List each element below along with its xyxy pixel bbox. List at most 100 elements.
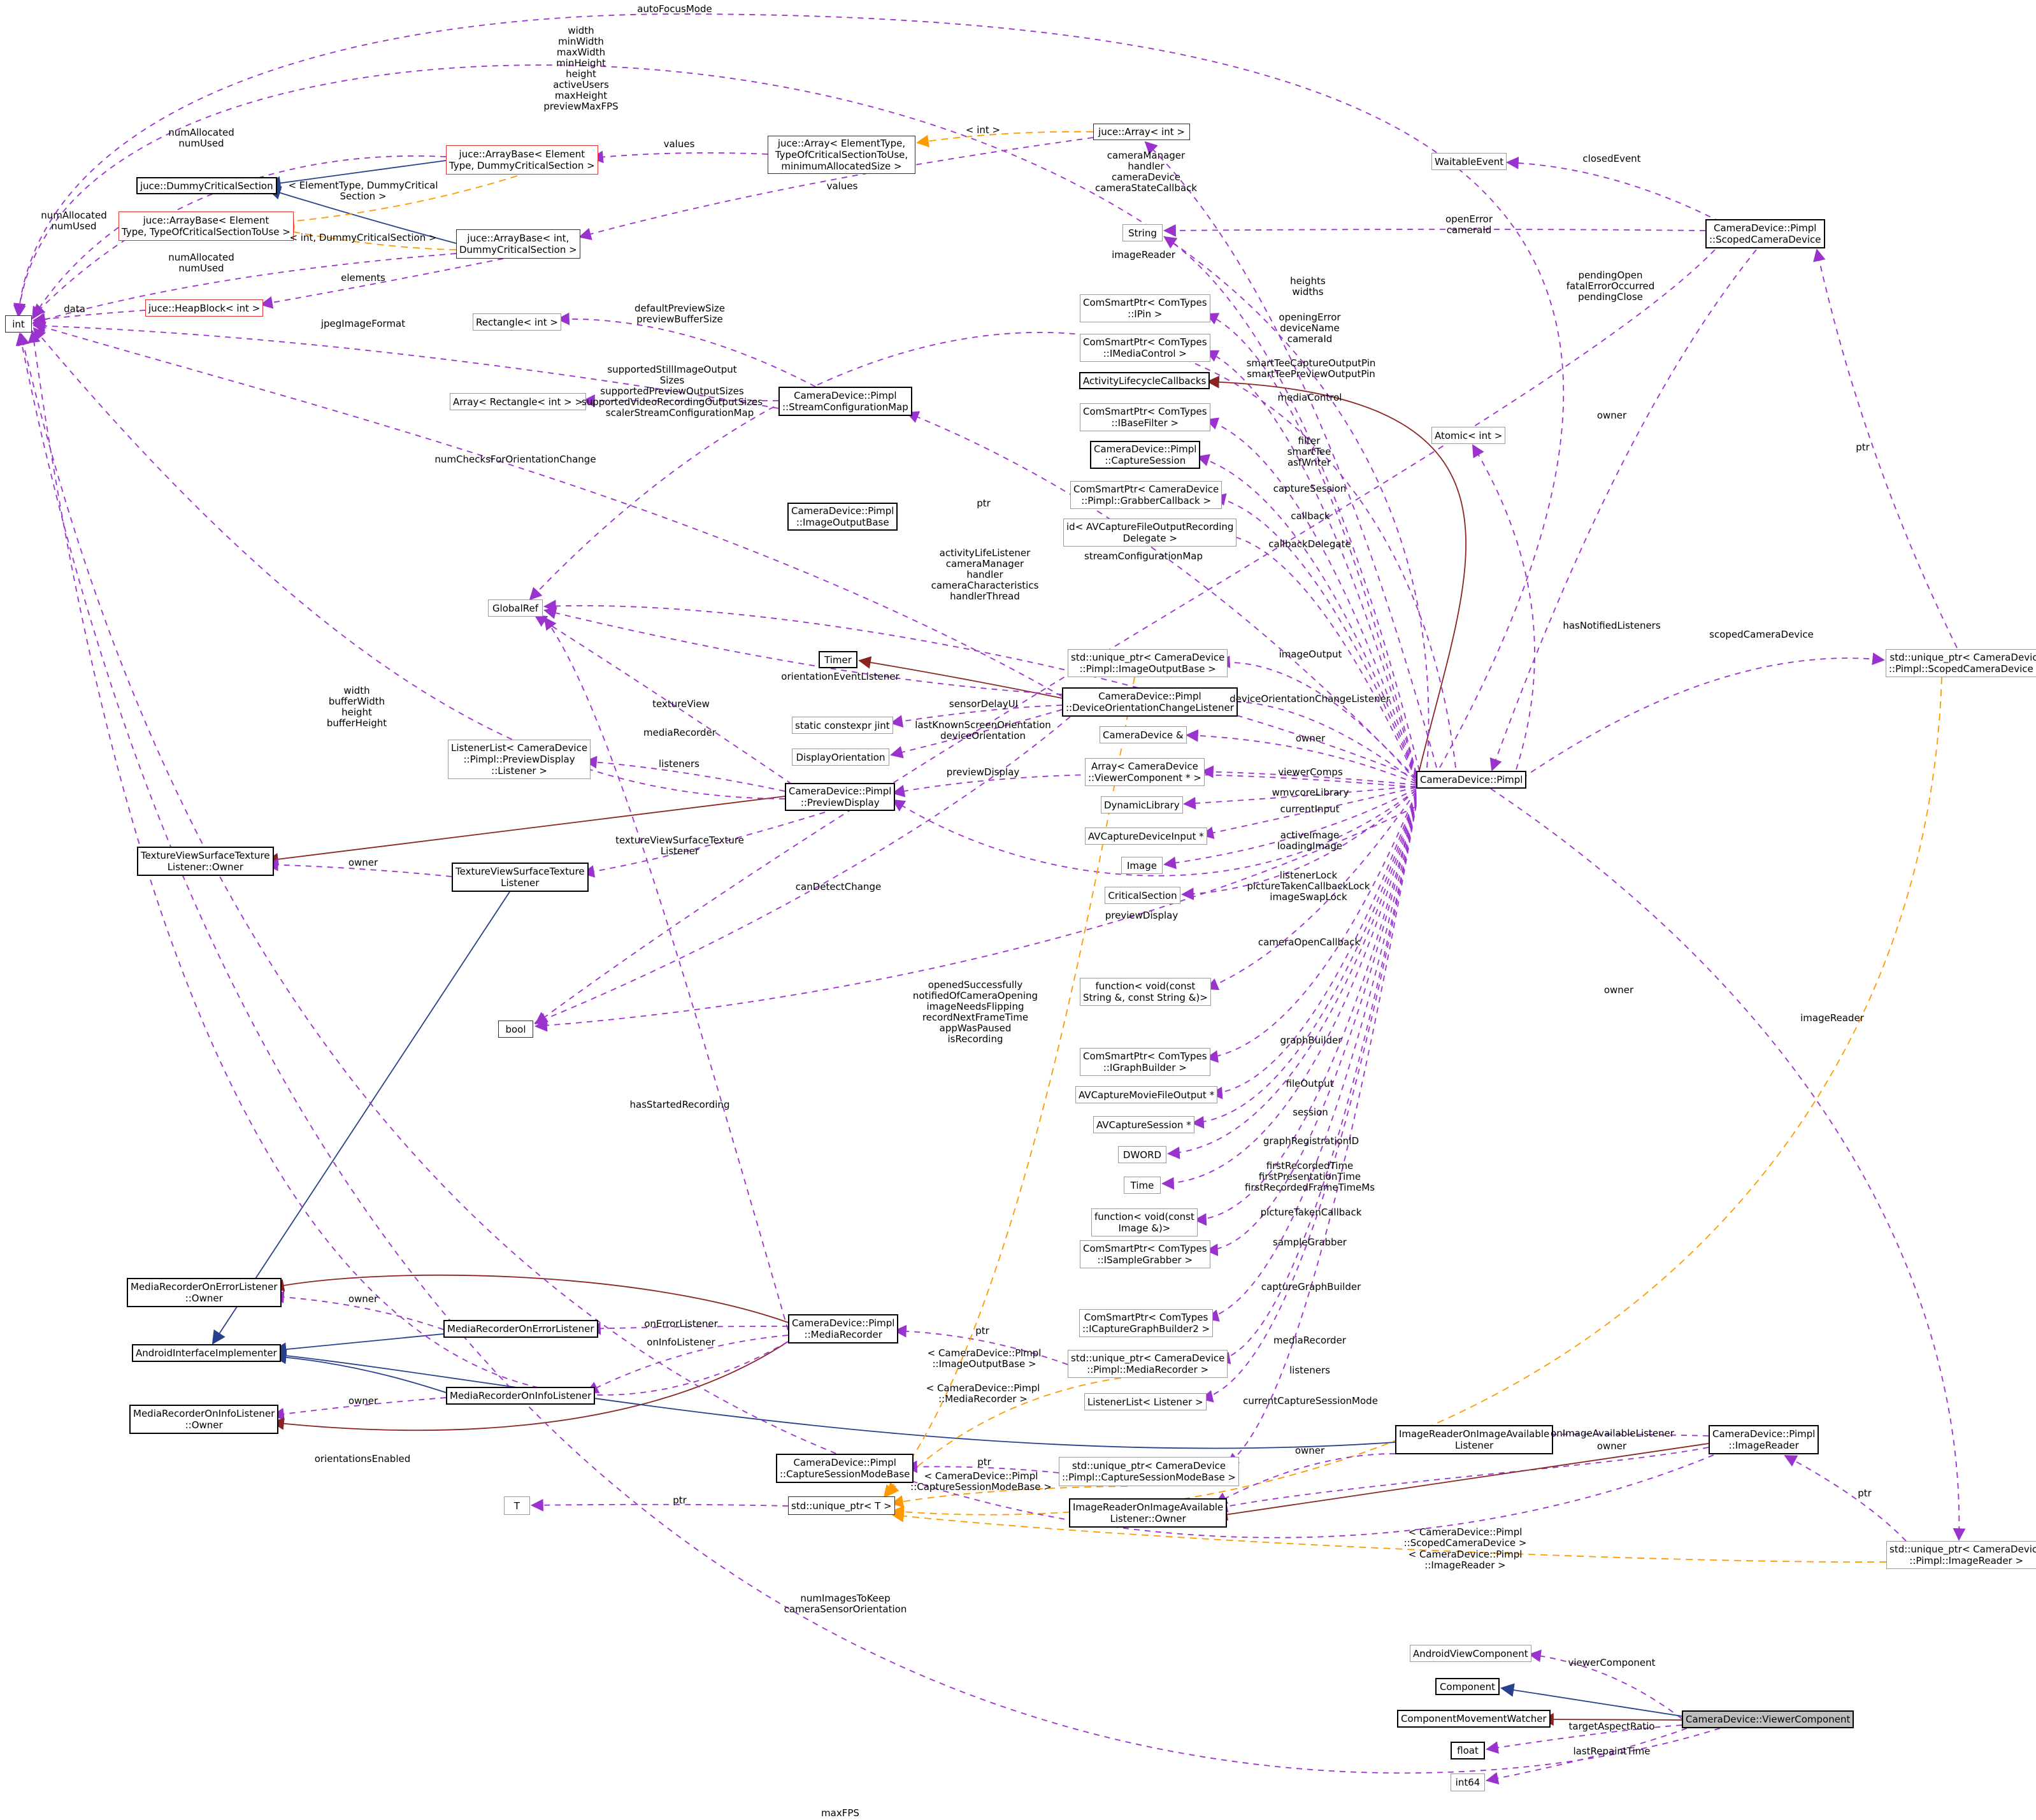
class-node-uptr_iob[interactable]: std::unique_ptr< CameraDevice::Pimpl::Im… — [1068, 649, 1228, 677]
class-node-uptr_csmb[interactable]: std::unique_ptr< CameraDevice::Pimpl::Ca… — [1059, 1457, 1240, 1486]
class-node-mroil[interactable]: MediaRecorderOnInfoListener — [446, 1387, 596, 1405]
class-node-csmb[interactable]: CameraDevice::Pimpl::CaptureSessionModeB… — [776, 1454, 914, 1483]
class-node-llpd[interactable]: ListenerList< CameraDevice::Pimpl::Previ… — [448, 740, 591, 779]
class-node-jint[interactable]: static constexpr jint — [792, 717, 893, 734]
class-node-float[interactable]: float — [1451, 1742, 1485, 1759]
class-node-isample[interactable]: ComSmartPtr< ComTypes::ISampleGrabber > — [1080, 1240, 1210, 1268]
edge-label-l_maxfps: maxFPS — [821, 1808, 859, 1819]
class-node-rect_int[interactable]: Rectangle< int > — [473, 313, 561, 331]
class-node-T[interactable]: T — [504, 1496, 530, 1515]
edge-p-101 — [13, 13, 1565, 768]
class-node-ll_listener[interactable]: ListenerList< Listener > — [1084, 1393, 1207, 1410]
class-node-avmovie[interactable]: AVCaptureMovieFileOutput * — [1075, 1086, 1218, 1103]
edge-label-line: ptr — [975, 1325, 989, 1336]
edge-label-l_viewercomps: viewerComps — [1278, 767, 1343, 778]
edge-n-0 — [266, 160, 447, 190]
class-node-critsec[interactable]: CriticalSection — [1105, 887, 1180, 904]
class-node-globalref[interactable]: GlobalRef — [488, 599, 543, 617]
edge-label-line: deviceOrientationChangeListener — [1229, 693, 1390, 705]
class-node-mroil_owner[interactable]: MediaRecorderOnInfoListener::Owner — [129, 1405, 279, 1434]
class-node-component[interactable]: Component — [1435, 1678, 1500, 1695]
class-node-camdev_ref[interactable]: CameraDevice & — [1100, 726, 1187, 743]
class-node-avinput[interactable]: AVCaptureDeviceInput * — [1085, 828, 1207, 845]
edge-label-line: wmvcoreLibrary — [1272, 787, 1349, 798]
class-node-igraph[interactable]: ComSmartPtr< ComTypes::IGraphBuilder > — [1080, 1048, 1210, 1076]
class-node-mreol_owner[interactable]: MediaRecorderOnErrorListener::Owner — [127, 1278, 282, 1307]
edge-label-line: sensorDelayUI — [949, 698, 1019, 710]
class-node-avc[interactable]: AndroidViewComponent — [1410, 1645, 1531, 1662]
class-node-aii[interactable]: AndroidInterfaceImplementer — [132, 1344, 281, 1362]
class-node-int[interactable]: int — [5, 315, 32, 333]
class-node-timer[interactable]: Timer — [819, 651, 857, 668]
class-node-arr_viewer[interactable]: Array< CameraDevice::ViewerComponent * > — [1085, 758, 1205, 786]
edge-n-96 — [1500, 1683, 1682, 1717]
class-node-dynlib[interactable]: DynamicLibrary — [1101, 796, 1183, 813]
class-node-uptr_t[interactable]: std::unique_ptr< T > — [788, 1496, 895, 1515]
class-node-array_et[interactable]: juce::Array< ElementType,TypeOfCriticalS… — [768, 136, 915, 174]
class-node-uptr_scd[interactable]: std::unique_ptr< CameraDevice::Pimpl::Sc… — [1886, 649, 2036, 677]
class-node-label: ::StreamConfigurationMap — [782, 401, 908, 413]
class-node-dword[interactable]: DWORD — [1118, 1146, 1166, 1163]
class-node-heapblock[interactable]: juce::HeapBlock< int > — [145, 299, 264, 317]
class-node-arraybase_idc[interactable]: juce::ArrayBase< int,DummyCriticalSectio… — [456, 229, 580, 259]
class-node-cmw[interactable]: ComponentMovementWatcher — [1397, 1710, 1551, 1728]
class-node-atomic[interactable]: Atomic< int > — [1431, 427, 1506, 444]
edge-label-line: textureViewSurfaceTexture — [615, 835, 744, 846]
class-node-imedia[interactable]: ComSmartPtr< ComTypes::IMediaControl > — [1080, 334, 1210, 362]
edge-p-51 — [1226, 805, 1417, 1466]
class-node-label: ::ISampleGrabber > — [1097, 1254, 1193, 1266]
edge-o-6 — [916, 131, 1094, 148]
edge-label-l_ptr_ir: ptr — [1858, 1488, 1872, 1499]
edge-label-line: ::CaptureSessionModeBase > — [910, 1481, 1052, 1493]
edge-p-28 — [1205, 417, 1417, 777]
class-node-imgreader[interactable]: CameraDevice::Pimpl::ImageReader — [1709, 1425, 1819, 1454]
class-node-label: juce::Array< ElementType, — [777, 138, 906, 149]
class-node-alc[interactable]: ActivityLifecycleCallbacks — [1079, 372, 1210, 389]
class-node-viewer[interactable]: CameraDevice::ViewerComponent — [1682, 1710, 1854, 1728]
class-node-grabber[interactable]: ComSmartPtr< CameraDevice::Pimpl::Grabbe… — [1070, 481, 1222, 509]
class-node-bool[interactable]: bool — [498, 1021, 533, 1038]
class-node-label: ::ScopedCameraDevice — [1709, 234, 1821, 245]
class-node-uptr_ir[interactable]: std::unique_ptr< CameraDevice::Pimpl::Im… — [1886, 1541, 2036, 1569]
class-node-pimpl[interactable]: CameraDevice::Pimpl — [1416, 771, 1527, 789]
class-node-image[interactable]: Image — [1121, 857, 1163, 874]
class-node-int64[interactable]: int64 — [1451, 1773, 1485, 1791]
class-node-ibase[interactable]: ComSmartPtr< ComTypes::IBaseFilter > — [1080, 403, 1210, 431]
class-node-array_int[interactable]: juce::Array< int > — [1093, 124, 1190, 140]
class-node-avsession[interactable]: AVCaptureSession * — [1093, 1116, 1194, 1133]
class-node-label: TextureViewSurfaceTexture — [141, 850, 270, 861]
class-node-waitable[interactable]: WaitableEvent — [1431, 153, 1507, 170]
edge-p-30 — [1213, 493, 1417, 779]
class-node-time[interactable]: Time — [1124, 1177, 1161, 1194]
class-node-label: CameraDevice::Pimpl — [1714, 222, 1817, 234]
class-node-string[interactable]: String — [1122, 224, 1163, 241]
edge-label-line: previewDisplay — [1105, 910, 1179, 921]
class-node-dummycs[interactable]: juce::DummyCriticalSection — [136, 177, 277, 194]
class-node-label: CameraDevice::Pimpl — [792, 1317, 895, 1329]
class-node-ipin[interactable]: ComSmartPtr< ComTypes::IPin > — [1080, 294, 1210, 322]
class-node-icgb2[interactable]: ComSmartPtr< ComTypes::ICaptureGraphBuil… — [1079, 1309, 1214, 1337]
class-node-mreol[interactable]: MediaRecorderOnErrorListener — [443, 1320, 598, 1338]
class-node-disporient[interactable]: DisplayOrientation — [792, 749, 889, 766]
class-node-imgoutbase[interactable]: CameraDevice::Pimpl::ImageOutputBase — [787, 503, 898, 531]
class-node-previewdisp[interactable]: CameraDevice::Pimpl::PreviewDisplay — [785, 783, 896, 811]
class-node-label: Timer — [824, 654, 852, 666]
class-node-uptr_mr[interactable]: std::unique_ptr< CameraDevice::Pimpl::Me… — [1068, 1350, 1228, 1378]
class-node-arr_rect[interactable]: Array< Rectangle< int > > — [450, 393, 587, 410]
class-node-capsess[interactable]: CameraDevice::Pimpl::CaptureSession — [1090, 441, 1201, 469]
edge-label-l_owner_cd: owner — [1296, 733, 1325, 744]
class-node-scm[interactable]: CameraDevice::Pimpl::StreamConfiguration… — [778, 387, 912, 416]
class-node-docl[interactable]: CameraDevice::Pimpl::DeviceOrientationCh… — [1062, 687, 1238, 717]
edge-label-line: < CameraDevice::Pimpl — [1408, 1549, 1523, 1560]
class-node-mr[interactable]: CameraDevice::Pimpl::MediaRecorder — [788, 1314, 899, 1344]
class-node-scd[interactable]: CameraDevice::Pimpl::ScopedCameraDevice — [1705, 219, 1825, 248]
